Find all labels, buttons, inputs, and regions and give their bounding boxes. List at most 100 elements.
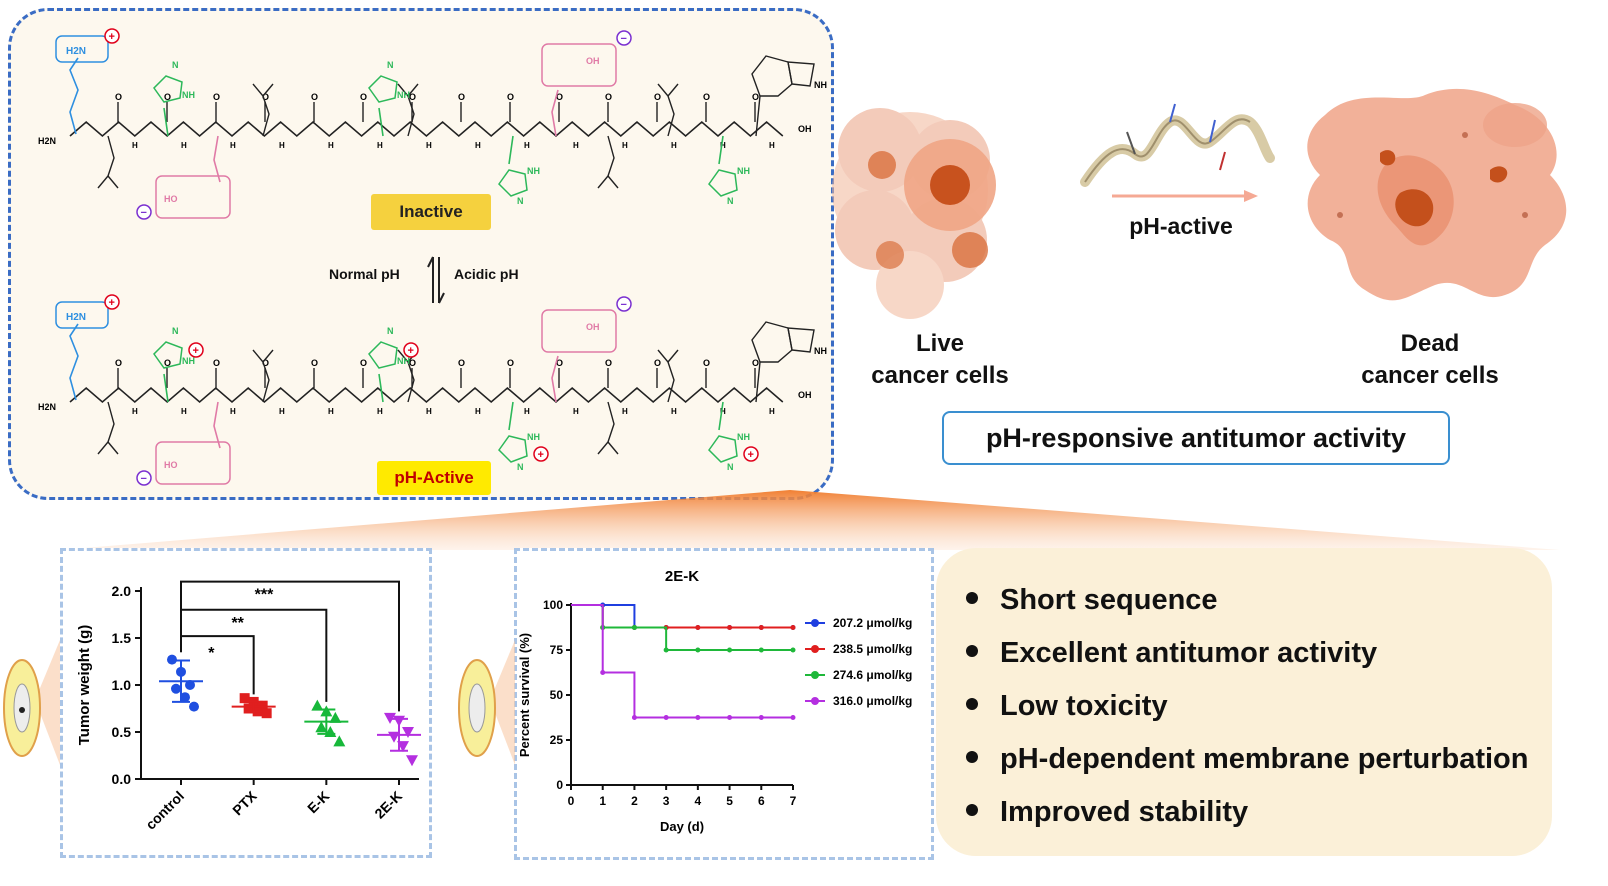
leucine-bond: [657, 83, 675, 137]
glutamate-minus-charge: [136, 470, 152, 486]
x-tick-label: 6: [758, 794, 765, 808]
y-tick-label: 100: [543, 598, 563, 612]
nh-label: H: [181, 141, 187, 150]
carbonyl-o: O: [556, 92, 563, 102]
imidazole-nh-label: NH: [182, 356, 195, 366]
tryptophan-bond: [755, 361, 761, 403]
glutamate-minus-charge: [616, 30, 632, 46]
equilibrium-arrows-icon: [427, 256, 445, 304]
y-tick-label: 0.5: [112, 724, 132, 740]
x-tick-label: control: [142, 788, 187, 833]
carbonyl-o: O: [654, 92, 661, 102]
carbonyl-o: O: [458, 92, 465, 102]
x-tick-label: 5: [726, 794, 733, 808]
acid-oh-label: OH: [586, 56, 600, 66]
histidine-sidechain: NHN: [708, 401, 750, 472]
mouse-icon-2: [458, 640, 515, 765]
leucine-bond: [107, 175, 119, 189]
data-point: [171, 683, 181, 694]
survival-line: [571, 604, 793, 719]
features-list: Short sequence Excellent antitumor activ…: [958, 580, 1529, 845]
lysine-plus-charge: [104, 294, 120, 310]
imidazole-nh-label: NH: [527, 166, 540, 176]
survival-marker: [600, 670, 606, 675]
glutamate-minus-charge-sign: −: [141, 473, 147, 485]
survival-marker: [663, 715, 669, 720]
leucine-bond: [97, 401, 115, 455]
acid-ho-label: HO: [164, 460, 178, 470]
feature-item: Excellent antitumor activity: [958, 633, 1529, 686]
histidine-sidechain: NHN: [368, 60, 410, 137]
lysine-plus-charge: [104, 28, 120, 44]
histidine-sidechain: NHN: [153, 326, 195, 403]
x-tick-label: 3: [663, 794, 670, 808]
dead-label-line1: Dead: [1400, 330, 1460, 357]
histidine-bond: [718, 135, 724, 165]
imidazole-ring: [368, 75, 398, 103]
amine-box: [55, 35, 109, 63]
nh-label: H: [720, 407, 726, 416]
leucine-bond: [252, 83, 270, 137]
cooh-label: OH: [798, 390, 812, 400]
imidazole-ring: [153, 341, 183, 369]
survival-marker: [695, 625, 701, 630]
feature-text: Improved stability: [1000, 796, 1249, 828]
normal-ph-label: Normal pH: [329, 266, 400, 282]
nh-label: H: [769, 407, 775, 416]
n-terminus-label: H2N: [38, 136, 56, 146]
nh-label: H: [622, 407, 628, 416]
glutamate-bond: [551, 355, 559, 403]
y-tick-label: 1.5: [112, 630, 132, 646]
histidine-bond: [163, 373, 169, 403]
tryptophan-sidechain: NH: [751, 321, 827, 403]
x-tick-label: 0: [568, 794, 575, 808]
imidazole-nh-label: NH: [182, 90, 195, 100]
nh-label: H: [426, 141, 432, 150]
bullet-icon: [966, 804, 978, 817]
imidazole-ring: [708, 169, 738, 197]
imidazole-n-label: N: [387, 326, 394, 336]
carbonyl-o: O: [213, 92, 220, 102]
survival-marker: [727, 647, 733, 653]
histidine-bond: [718, 401, 724, 431]
indole-ring: [751, 55, 793, 97]
feature-item: Improved stability: [958, 792, 1529, 845]
carbonyl-o: O: [213, 358, 220, 368]
x-tick-label: 2E-K: [371, 788, 405, 822]
survival-line: [571, 604, 793, 629]
live-label-line1: Live: [915, 330, 965, 357]
nh-label: H: [132, 407, 138, 416]
survival-marker: [790, 625, 796, 630]
tryptophan-bond: [755, 95, 761, 137]
nh-label: H: [132, 141, 138, 150]
y-tick-label: 75: [550, 643, 564, 657]
x-tick-label: 1: [599, 794, 606, 808]
legend-marker: [811, 619, 819, 627]
leucine-sidechain: [657, 83, 679, 137]
peptide-helix-icon: [1080, 103, 1275, 187]
dead-cancer-cells-illustration: [1307, 88, 1567, 301]
data-point: [329, 711, 342, 723]
leucine-bond: [397, 83, 415, 137]
nh-label: H: [524, 407, 530, 416]
indole-nh-label: NH: [814, 80, 827, 90]
histidine-plus-charge: [188, 342, 204, 358]
zoom-funnel-decoration: [60, 490, 1560, 550]
histidine-plus-charge-sign: +: [193, 345, 199, 357]
features-panel: Short sequence Excellent antitumor activ…: [936, 548, 1552, 856]
imidazole-nh-label: NH: [527, 432, 540, 442]
significance-label: ***: [255, 587, 274, 604]
leucine-sidechain: [597, 135, 619, 189]
indole-ring-2: [787, 327, 815, 353]
histidine-sidechain: NHN: [708, 135, 750, 206]
histidine-bond: [378, 373, 384, 403]
data-point: [333, 735, 346, 747]
legend-marker: [811, 671, 819, 679]
carbonyl-o: O: [164, 358, 171, 368]
nh-label: H: [671, 141, 677, 150]
histidine-plus-charge: [403, 342, 419, 358]
amine-box: [55, 301, 109, 329]
nh-label: H: [279, 407, 285, 416]
feature-text: Excellent antitumor activity: [1000, 637, 1378, 669]
carbonyl-o: O: [507, 358, 514, 368]
